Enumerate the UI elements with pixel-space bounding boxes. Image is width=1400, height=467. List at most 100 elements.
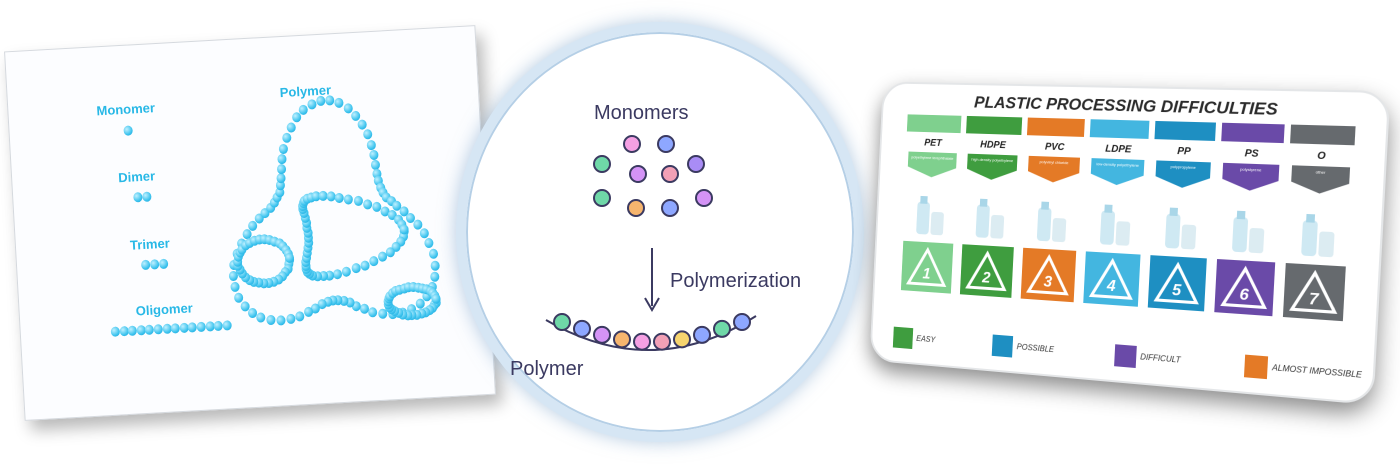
polymer-bead xyxy=(633,332,651,351)
bead xyxy=(343,193,354,205)
polymer-bead xyxy=(693,325,711,344)
bead xyxy=(149,259,160,270)
recycling-symbol-icon: 1 xyxy=(899,240,955,294)
bead xyxy=(325,95,335,106)
product-icon xyxy=(1022,193,1081,245)
bead xyxy=(276,163,287,175)
bead xyxy=(363,198,373,210)
resin-name-tag: polypropylene xyxy=(1155,160,1211,189)
bead xyxy=(291,112,302,123)
monomer-dot xyxy=(657,135,675,153)
legend-swatch xyxy=(1114,344,1137,369)
bead xyxy=(360,259,370,271)
polymer-bead xyxy=(673,330,691,349)
resin-name-tag: low-density polyethylene xyxy=(1090,158,1144,186)
recycling-symbol-icon: 6 xyxy=(1212,259,1277,317)
polymer-types-card: Monomer Dimer Trimer Oligomer Polymer xyxy=(4,25,496,421)
bead xyxy=(357,119,368,130)
product-icon xyxy=(961,190,1019,241)
monomer-dot xyxy=(623,135,641,153)
color-bar xyxy=(1026,117,1085,137)
monomer-dot xyxy=(661,165,679,183)
bead xyxy=(428,248,438,260)
bead xyxy=(277,153,287,165)
legend-item: ALMOST IMPOSSIBLE xyxy=(1244,354,1363,388)
color-bar xyxy=(906,114,962,134)
polymer-bead xyxy=(613,330,631,349)
svg-text:6: 6 xyxy=(1239,286,1250,305)
product-icon xyxy=(1284,205,1351,261)
legend-swatch xyxy=(992,334,1014,358)
monomer-dot xyxy=(593,155,611,173)
color-bar xyxy=(1290,124,1356,146)
monomer-dot xyxy=(593,189,611,207)
bead xyxy=(334,192,345,203)
color-bar xyxy=(1154,120,1217,141)
legend-item: DIFFICULT xyxy=(1114,344,1181,372)
bead xyxy=(419,228,429,239)
bead xyxy=(279,143,289,154)
bead xyxy=(298,104,309,116)
monomer-dot xyxy=(661,199,679,217)
monomer-dot xyxy=(629,165,647,183)
bead xyxy=(140,259,151,271)
bead xyxy=(123,125,133,136)
resin-code: LDPE xyxy=(1105,143,1132,156)
svg-text:4: 4 xyxy=(1106,277,1117,295)
bead xyxy=(334,97,345,109)
bead xyxy=(350,263,361,274)
bead xyxy=(377,251,388,263)
resin-name-tag: high-density polyethylene xyxy=(967,154,1018,181)
bead xyxy=(222,320,232,331)
bead xyxy=(306,98,317,110)
bead xyxy=(230,281,240,293)
color-bar xyxy=(1089,119,1150,139)
bead xyxy=(281,132,292,143)
bead xyxy=(315,95,326,107)
bead xyxy=(142,191,152,202)
bead xyxy=(303,307,314,318)
legend-label: ALMOST IMPOSSIBLE xyxy=(1271,362,1363,380)
bead-layer xyxy=(5,26,474,337)
resin-code: PP xyxy=(1176,145,1191,158)
bead xyxy=(362,129,373,140)
arrow-head xyxy=(644,297,660,312)
bead xyxy=(341,266,352,277)
svg-text:2: 2 xyxy=(981,269,991,287)
polymerization-diagram xyxy=(545,135,757,351)
color-bar xyxy=(966,115,1023,136)
product-icon xyxy=(1149,199,1212,253)
color-bar xyxy=(1221,122,1285,144)
polymer-bead xyxy=(573,319,591,338)
bead xyxy=(430,260,440,271)
resin-code: O xyxy=(1316,150,1326,163)
trimer-label: Trimer xyxy=(129,235,171,253)
svg-text:1: 1 xyxy=(922,265,931,282)
bead xyxy=(369,256,379,267)
bead xyxy=(239,300,250,312)
monomer-dot xyxy=(687,155,705,173)
monomer-dot xyxy=(627,199,645,217)
bead xyxy=(369,150,379,161)
bead xyxy=(429,271,440,282)
bead xyxy=(285,121,296,133)
bead xyxy=(196,321,206,333)
recycling-symbol-icon: 4 xyxy=(1081,251,1142,307)
legend-swatch xyxy=(892,326,914,350)
polymerization-label: Polymerization xyxy=(670,270,802,292)
polymerization-circle: Monomers Polymerization Polymer xyxy=(456,22,864,442)
bead xyxy=(424,238,435,249)
bead xyxy=(353,196,364,207)
bead xyxy=(431,293,441,304)
polymer-bead xyxy=(553,313,571,331)
polymer-bead xyxy=(713,319,731,338)
legend-label: POSSIBLE xyxy=(1016,342,1055,355)
bead xyxy=(366,139,376,151)
monomer-dot xyxy=(695,189,713,207)
recycling-symbol-icon: 2 xyxy=(958,244,1016,298)
